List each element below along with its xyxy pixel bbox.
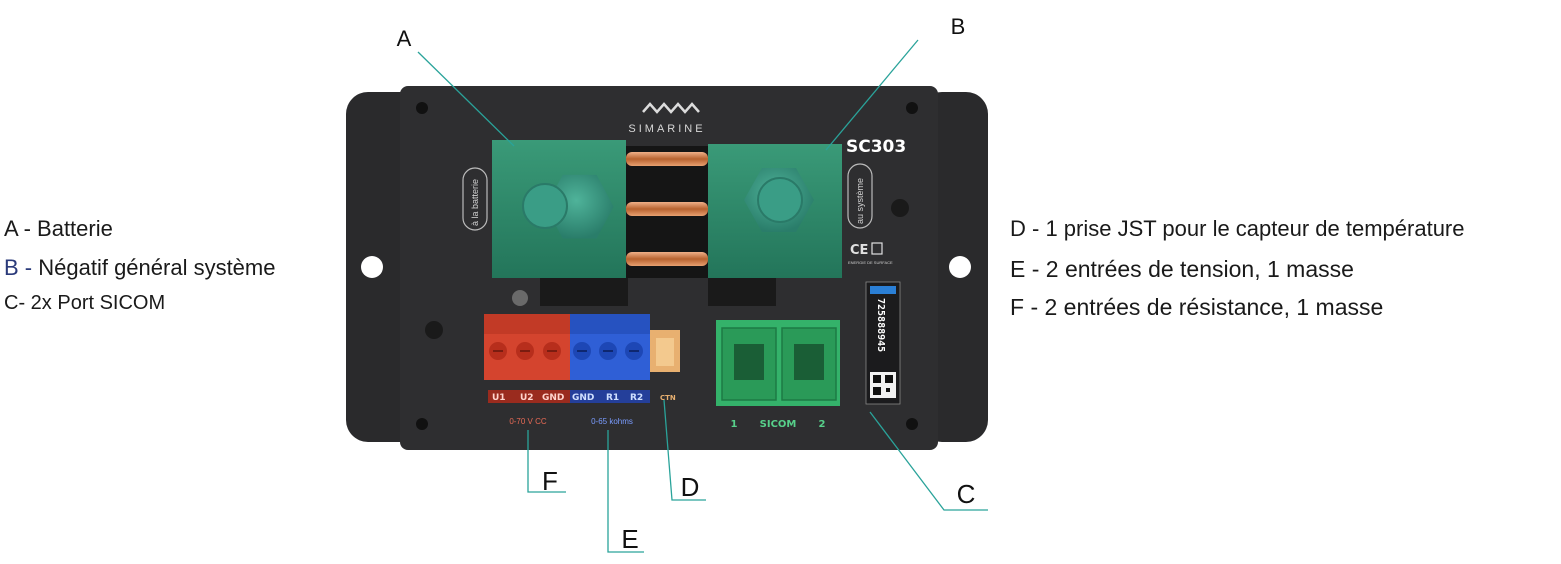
legend-item-b: B - Négatif général système — [4, 255, 275, 281]
legend-text: Batterie — [37, 216, 113, 241]
sicom-label: SICOM — [760, 419, 797, 430]
r1-label: R1 — [606, 393, 619, 403]
system-terminal — [708, 144, 842, 306]
r2-label: R2 — [630, 393, 643, 403]
gnd-red-label: GND — [542, 393, 564, 403]
ce-mark: CE — [850, 243, 868, 258]
callout-e: E — [621, 524, 638, 554]
callout-c: C — [957, 479, 976, 509]
legend-key: E - — [1010, 256, 1040, 282]
u2-label: U2 — [520, 393, 534, 403]
legend-item-a: A - Batterie — [4, 216, 113, 242]
legend-key: C- — [4, 292, 26, 314]
serial-sticker — [865, 281, 901, 405]
leader-lines — [417, 39, 988, 553]
screw-icon — [425, 321, 443, 339]
cert-text: ENERGIE DE SURFACE — [848, 260, 893, 265]
legend-text: 2x Port SICOM — [30, 292, 166, 314]
battery-terminal — [492, 140, 628, 306]
mounting-hole-left — [361, 256, 383, 278]
legend-item-e: E - 2 entrées de tension, 1 masse — [1010, 256, 1354, 283]
sicom-1-label: 1 — [731, 419, 738, 430]
callout-a: A — [397, 26, 412, 51]
voltage-terminal-block — [484, 314, 572, 380]
legend-key: D - — [1010, 216, 1040, 241]
legend-item-c: C- 2x Port SICOM — [4, 292, 165, 315]
legend-key: F - — [1010, 294, 1039, 320]
legend-key: B - — [4, 255, 33, 280]
brand-logo — [642, 102, 700, 114]
serial-number: 725888945 — [875, 298, 886, 352]
sicom-ports — [716, 320, 840, 406]
model-label: SC303 — [846, 137, 906, 157]
gnd-blue-label: GND — [572, 393, 594, 403]
shunt-resistor — [626, 146, 708, 278]
resistance-terminal-block — [570, 314, 650, 380]
weee-bin-icon — [871, 242, 883, 255]
legend-item-f: F - 2 entrées de résistance, 1 masse — [1010, 294, 1383, 321]
brand-name: SIMARINE — [628, 123, 705, 135]
terminal-in-label: à la batterie — [470, 179, 480, 226]
legend-text: 2 entrées de tension, 1 masse — [1045, 256, 1354, 282]
callout-f: F — [542, 466, 558, 496]
u1-label: U1 — [492, 393, 506, 403]
sicom-2-label: 2 — [819, 419, 826, 430]
voltage-range: 0-70 V CC — [509, 417, 547, 426]
screw-icon — [891, 199, 909, 217]
terminal-out-label: au système — [855, 178, 865, 224]
legend-text: Négatif général système — [38, 255, 276, 280]
ctn-label: CTN — [660, 394, 676, 402]
legend-item-d: D - 1 prise JST pour le capteur de tempé… — [1010, 216, 1465, 242]
resistance-range: 0-65 kohms — [591, 417, 633, 426]
mounting-hole-right — [949, 256, 971, 278]
legend-key: A - — [4, 216, 31, 241]
jst-connector — [650, 330, 680, 372]
legend-text: 2 entrées de résistance, 1 masse — [1044, 294, 1384, 320]
callout-b: B — [951, 14, 966, 39]
callout-d: D — [681, 472, 700, 502]
legend-text: 1 prise JST pour le capteur de températu… — [1045, 216, 1465, 241]
